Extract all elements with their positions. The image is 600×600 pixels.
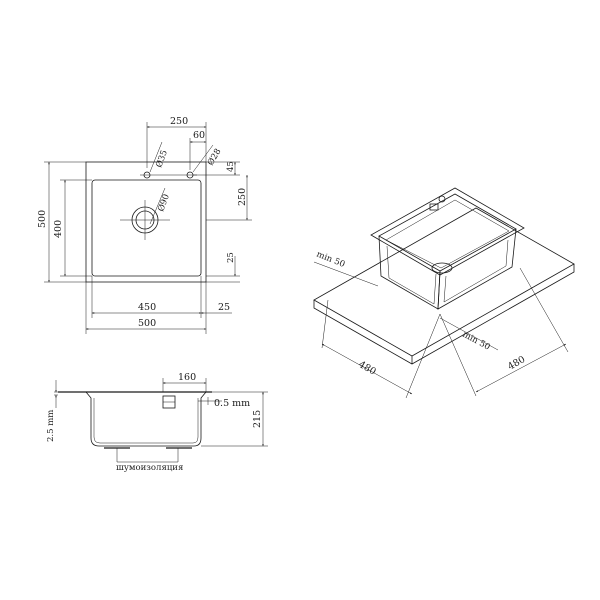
dim-250-top-label: 250 xyxy=(170,116,188,127)
dimension-25-right: 25 xyxy=(206,252,240,283)
dimension-60: 60 xyxy=(189,130,207,170)
countertop-slab xyxy=(313,207,575,357)
drain-icon xyxy=(120,200,170,240)
dimension-05mm: 0.5 mm xyxy=(198,397,250,409)
dim-450-label: 450 xyxy=(138,302,156,313)
dim-min50-right-label: min 50 xyxy=(461,330,492,353)
dim-60-label: 60 xyxy=(193,130,205,141)
dim-480-right-label: 480 xyxy=(506,354,527,373)
dim-45-label: 45 xyxy=(226,161,236,172)
dim-d35-label: Ø35 xyxy=(153,149,169,169)
dimension-400-left: 400 xyxy=(53,179,92,277)
dimension-160: 160 xyxy=(162,372,207,392)
dimension-500-bottom: 500 xyxy=(85,282,207,334)
dim-d90-label: Ø90 xyxy=(155,193,171,213)
dim-05mm-label: 0.5 mm xyxy=(214,398,250,409)
dimension-25mm: 2.5 mm xyxy=(46,380,58,442)
dimension-250-right: 250 xyxy=(206,174,252,221)
dim-25-bottom-label: 25 xyxy=(218,302,230,313)
dim-25mm-label: 2.5 mm xyxy=(46,410,56,442)
dim-500-bottom-label: 500 xyxy=(138,318,156,329)
tap-bracket-icon xyxy=(162,395,176,409)
dim-480-left-label: 480 xyxy=(357,359,378,378)
insulation-label: шумоизоляция xyxy=(116,463,183,473)
dim-25-right-label: 25 xyxy=(226,252,236,263)
sink-bowl-outline xyxy=(91,179,202,277)
dimension-215: 215 xyxy=(201,391,268,447)
dim-500-left-label: 500 xyxy=(37,210,48,228)
side-view: 160 0.5 mm 2.5 mm 215 шумоизоляция xyxy=(46,372,268,473)
dim-min50-left-label: min 50 xyxy=(315,250,346,270)
tap-hole-icon xyxy=(140,171,197,179)
dimension-450: 450 xyxy=(91,276,202,318)
sink-top-rim xyxy=(370,187,525,276)
dim-160-label: 160 xyxy=(178,372,196,383)
dimension-480-right: 480 xyxy=(439,267,569,397)
dimension-min50-left: min 50 xyxy=(313,250,379,287)
dim-215-label: 215 xyxy=(252,410,263,428)
dimension-500-left: 500 xyxy=(37,161,86,283)
dim-250-right-label: 250 xyxy=(237,188,248,206)
iso-view: min 50 min 50 480 480 xyxy=(313,187,575,399)
iso-tap-hole-icon xyxy=(438,195,446,203)
iso-drain-icon xyxy=(431,262,453,274)
top-view: 250 60 Ø35 Ø28 45 250 25 xyxy=(37,116,252,334)
dimension-45: 45 xyxy=(193,161,240,176)
sink-bowl-walls xyxy=(378,235,441,310)
dim-d28-label: Ø28 xyxy=(205,147,223,168)
bowl-section xyxy=(85,391,207,447)
dim-400-left-label: 400 xyxy=(53,220,64,238)
sink-outer-outline xyxy=(85,161,207,283)
dimension-25-bottom: 25 xyxy=(200,282,232,318)
